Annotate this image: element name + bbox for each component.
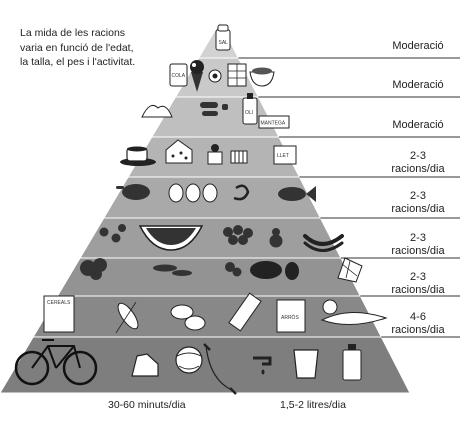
tier-6-label-line-2: racions/dia bbox=[391, 244, 445, 257]
yogurt-icon bbox=[207, 144, 223, 165]
pyramid-bands bbox=[0, 20, 411, 394]
salt-label: SAL bbox=[219, 40, 229, 46]
bicycle-icon bbox=[14, 339, 98, 386]
eggplant-icon bbox=[250, 261, 282, 279]
cup-and-saucer-icon bbox=[120, 146, 156, 166]
lettuce-icon bbox=[80, 258, 107, 280]
tier-1-label: Moderació bbox=[375, 40, 461, 53]
water-recommendation: 1,5-2 litres/dia bbox=[280, 399, 346, 411]
serving-size-note-line-3: la talla, el pes i l'activitat. bbox=[20, 56, 136, 68]
potatoes-icon bbox=[170, 304, 206, 331]
tier-5-label-line-2: racions/dia bbox=[391, 202, 445, 215]
tier-7-label: 2-3 racions/dia bbox=[375, 271, 461, 296]
tier-4-label-line-2: racions/dia bbox=[391, 162, 445, 175]
water-tap-icon bbox=[253, 356, 272, 375]
jump-rope-icon bbox=[203, 343, 237, 395]
cheese-slicer-icon bbox=[230, 150, 248, 164]
pepper-icon bbox=[285, 262, 299, 280]
serving-size-note-line-1: La mida de les racions bbox=[20, 27, 126, 39]
sugar-pile-icon bbox=[141, 105, 173, 118]
candy-bowl-icon bbox=[249, 67, 275, 87]
tier-8-label-line-2: racions/dia bbox=[391, 323, 445, 336]
cola-can-icon: COLA bbox=[169, 63, 188, 87]
tier-7-label-line-2: racions/dia bbox=[391, 283, 445, 296]
rice-label: ARRÒS bbox=[281, 314, 299, 321]
tier-4-label: 2-3 racions/dia bbox=[375, 150, 461, 175]
serving-size-note: La mida de les racions varia en funció d… bbox=[20, 26, 210, 70]
rice-package-icon: ARRÒS bbox=[276, 299, 306, 333]
watermelon-slice-icon bbox=[138, 225, 204, 251]
tier-4-label-line-1: 2-3 bbox=[410, 150, 426, 162]
cereal-label: CEREALS bbox=[47, 300, 71, 306]
activity-recommendation: 30-60 minuts/dia bbox=[108, 399, 186, 411]
wheat-icon bbox=[115, 301, 139, 334]
oil-bottle-icon: OLI bbox=[242, 93, 258, 125]
pear-icon bbox=[269, 228, 283, 248]
ice-cream-icon bbox=[190, 60, 204, 92]
butter-icon: MANTEGA bbox=[258, 115, 290, 129]
roast-chicken-icon bbox=[116, 184, 150, 200]
milk-label: LLET bbox=[277, 153, 289, 159]
candy-icon bbox=[208, 69, 222, 83]
serving-size-note-line-2: varia en funció de l'edat, bbox=[20, 41, 134, 54]
sausage-icon bbox=[200, 102, 228, 116]
ball-icon bbox=[175, 346, 203, 374]
tier-2-label: Moderació bbox=[375, 79, 461, 92]
oil-label: OLI bbox=[245, 110, 253, 116]
grapes-icon bbox=[223, 225, 253, 245]
cheese-icon bbox=[165, 139, 193, 164]
tier-3-label-line-1: Moderació bbox=[392, 119, 444, 131]
tier-guide-lines bbox=[238, 57, 460, 338]
pea-pods-icon bbox=[153, 264, 192, 276]
water-glass-icon bbox=[293, 349, 319, 379]
butter-label: MANTEGA bbox=[261, 121, 286, 127]
tier-6-label-line-1: 2-3 bbox=[410, 232, 426, 244]
milk-carton-icon: LLET bbox=[273, 145, 297, 165]
bananas-icon bbox=[303, 234, 344, 252]
eggs-icon bbox=[168, 183, 218, 203]
chocolate-bar-icon bbox=[227, 63, 247, 87]
tier-8-label: 4-6 racions/dia bbox=[375, 311, 461, 336]
salt-shaker-icon: SAL bbox=[215, 24, 231, 51]
artichoke-icon bbox=[337, 257, 363, 283]
cola-label: COLA bbox=[172, 73, 186, 79]
fish-icon bbox=[278, 186, 316, 202]
water-bottle-icon bbox=[342, 344, 362, 381]
tier-7-label-line-1: 2-3 bbox=[410, 271, 426, 283]
baguette-icon bbox=[320, 311, 388, 326]
tier-8-label-line-1: 4-6 bbox=[410, 311, 426, 323]
food-icons: SAL COLA bbox=[14, 24, 388, 395]
tier-2-label-line-1: Moderació bbox=[392, 79, 444, 91]
shrimp-icon bbox=[233, 184, 250, 201]
broccoli-icon bbox=[225, 262, 242, 277]
tier-3-label: Moderació bbox=[375, 119, 461, 132]
pasta-package-icon bbox=[228, 292, 262, 332]
sneaker-icon bbox=[131, 353, 159, 377]
cereal-box-icon: CEREALS bbox=[43, 295, 75, 333]
strawberries-icon bbox=[99, 224, 126, 243]
tier-6-label: 2-3 racions/dia bbox=[375, 232, 461, 257]
tier-1-label-line-1: Moderació bbox=[392, 40, 444, 52]
tier-5-label-line-1: 2-3 bbox=[410, 190, 426, 202]
tier-5-label: 2-3 racions/dia bbox=[375, 190, 461, 215]
bread-roll-icon bbox=[322, 299, 338, 315]
